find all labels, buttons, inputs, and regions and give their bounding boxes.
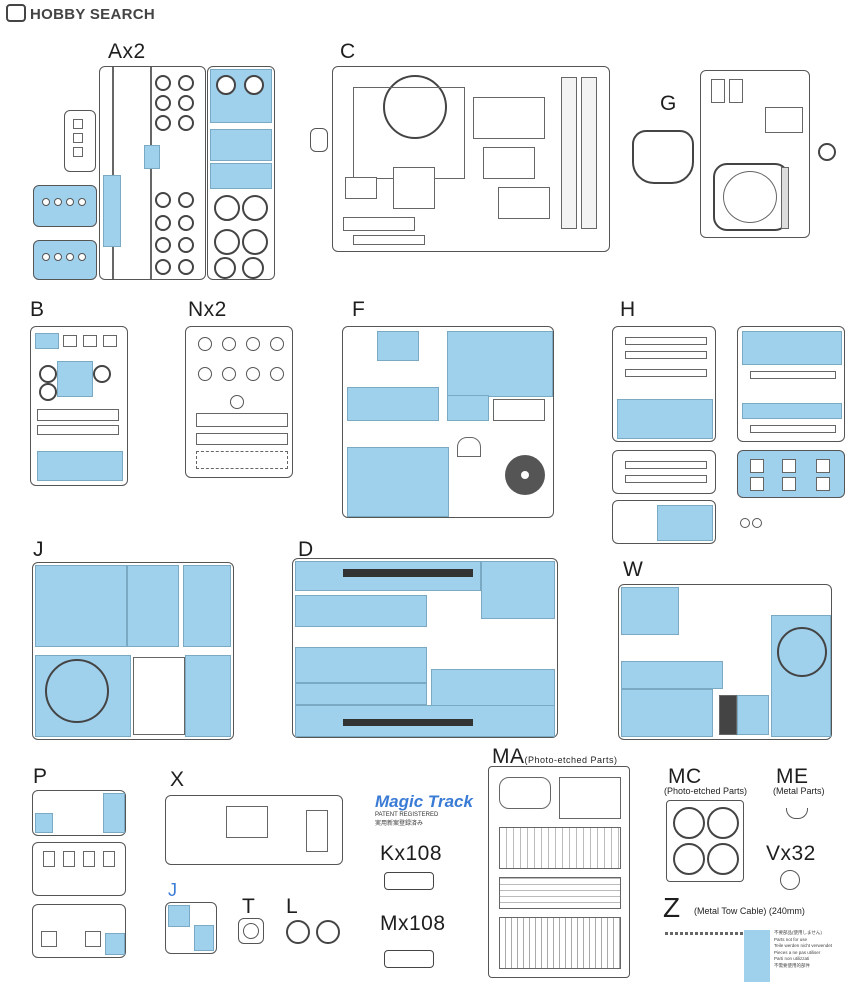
sprue-d	[292, 558, 558, 738]
sprue-label-w: W	[623, 558, 644, 581]
sprue-label-me: ME	[776, 765, 809, 788]
sprue-a-side-blue-2	[33, 240, 97, 280]
unused-parts-legend: 不要部品(使用しません) Parts not for use Teile wer…	[744, 930, 844, 982]
sprue-label-p: P	[33, 765, 48, 788]
sprue-label-d: D	[298, 538, 314, 561]
sprue-label-ma: MA(Photo-etched Parts)	[492, 745, 618, 769]
sprue-label-b: B	[30, 298, 45, 321]
part-l-1	[286, 920, 310, 944]
sprue-h5	[612, 500, 716, 544]
sprue-label-f: F	[352, 298, 366, 321]
legend-text: 不要部品(使用しません) Parts not for use Teile wer…	[774, 930, 844, 969]
sprue-g-ring	[818, 143, 836, 161]
sprue-h4	[737, 450, 845, 498]
sprue-w	[618, 584, 832, 740]
sprue-n	[185, 326, 293, 478]
sprue-label-mc-sub: (Photo-etched Parts)	[664, 786, 748, 796]
sprue-label-j: J	[33, 538, 44, 561]
sprue-label-l: L	[286, 895, 299, 918]
legend-line: Pieces a ne pas utiliser	[774, 949, 821, 955]
sprue-label-c: C	[340, 40, 356, 63]
label-v: Vx32	[766, 842, 816, 865]
sprue-label-h: H	[620, 298, 636, 321]
track-link-m	[384, 950, 434, 968]
sprue-a-side-blue-1	[33, 185, 97, 227]
sprue-x	[165, 795, 343, 865]
sprue-label-a: Ax2	[108, 40, 146, 63]
sprue-g	[700, 70, 810, 238]
part-t	[238, 918, 264, 944]
legend-swatch	[744, 930, 770, 982]
sprue-ma	[488, 766, 630, 978]
sprue-label-ma-sub: (Photo-etched Parts)	[524, 755, 618, 765]
sprue-label-x: X	[170, 768, 185, 791]
sprue-h2	[737, 326, 845, 442]
sprue-c	[332, 66, 610, 252]
legend-line: Parts not for use	[774, 936, 808, 942]
sprue-f	[342, 326, 554, 518]
magic-track-logo: Magic Track	[375, 792, 473, 811]
legend-line: 不要部品(使用しません)	[774, 930, 822, 935]
part-v	[780, 870, 800, 890]
legend-line: 不需要使用的部件	[774, 962, 810, 968]
sprue-j	[32, 562, 234, 740]
legend-line: Teile werden nicht verwendet	[774, 943, 833, 948]
tow-cable	[665, 932, 743, 935]
brand-label: HOBBY SEARCH	[30, 6, 156, 23]
sprue-j2	[165, 902, 217, 954]
sprue-label-g: G	[660, 92, 677, 115]
part-l-2	[316, 920, 340, 944]
sprue-p3	[32, 904, 126, 958]
label-m: Mx108	[380, 912, 446, 935]
sprue-h6	[740, 514, 770, 532]
sprue-c-tab	[310, 128, 328, 152]
logo-icon	[6, 4, 26, 22]
patent-text: PATENT REGISTERED 実用新案登録済み	[375, 812, 438, 827]
sprue-mc	[666, 800, 744, 882]
sprue-p1	[32, 790, 126, 836]
sprue-label-ma-main: MA	[492, 745, 525, 768]
turret-part-g	[632, 130, 694, 184]
patent-label-cn: 実用新案登録済み	[375, 821, 424, 827]
sprue-label-mc: MC	[668, 765, 702, 788]
sprue-b	[30, 326, 128, 486]
part-me	[786, 808, 808, 819]
sprue-a-main	[99, 66, 206, 280]
sprue-p2	[32, 842, 126, 896]
sprue-label-z: Z	[663, 892, 681, 923]
sprue-h3	[612, 450, 716, 494]
sprue-a-right	[207, 66, 275, 280]
sprue-h1	[612, 326, 716, 442]
patent-label: PATENT REGISTERED	[375, 812, 439, 818]
label-k: Kx108	[380, 842, 443, 865]
sprue-label-n: Nx2	[188, 298, 227, 321]
sprue-label-me-sub: (Metal Parts)	[773, 786, 825, 796]
hobby-search-logo: HOBBY SEARCH	[6, 4, 155, 23]
legend-line: Parti non utilizzati	[774, 956, 810, 961]
sprue-a-side-small	[64, 110, 96, 172]
track-link-k	[384, 872, 434, 890]
sprue-label-z-sub: (Metal Tow Cable) (240mm)	[694, 906, 805, 916]
sprue-label-t: T	[242, 895, 256, 918]
sprue-label-j2: J	[168, 880, 178, 900]
